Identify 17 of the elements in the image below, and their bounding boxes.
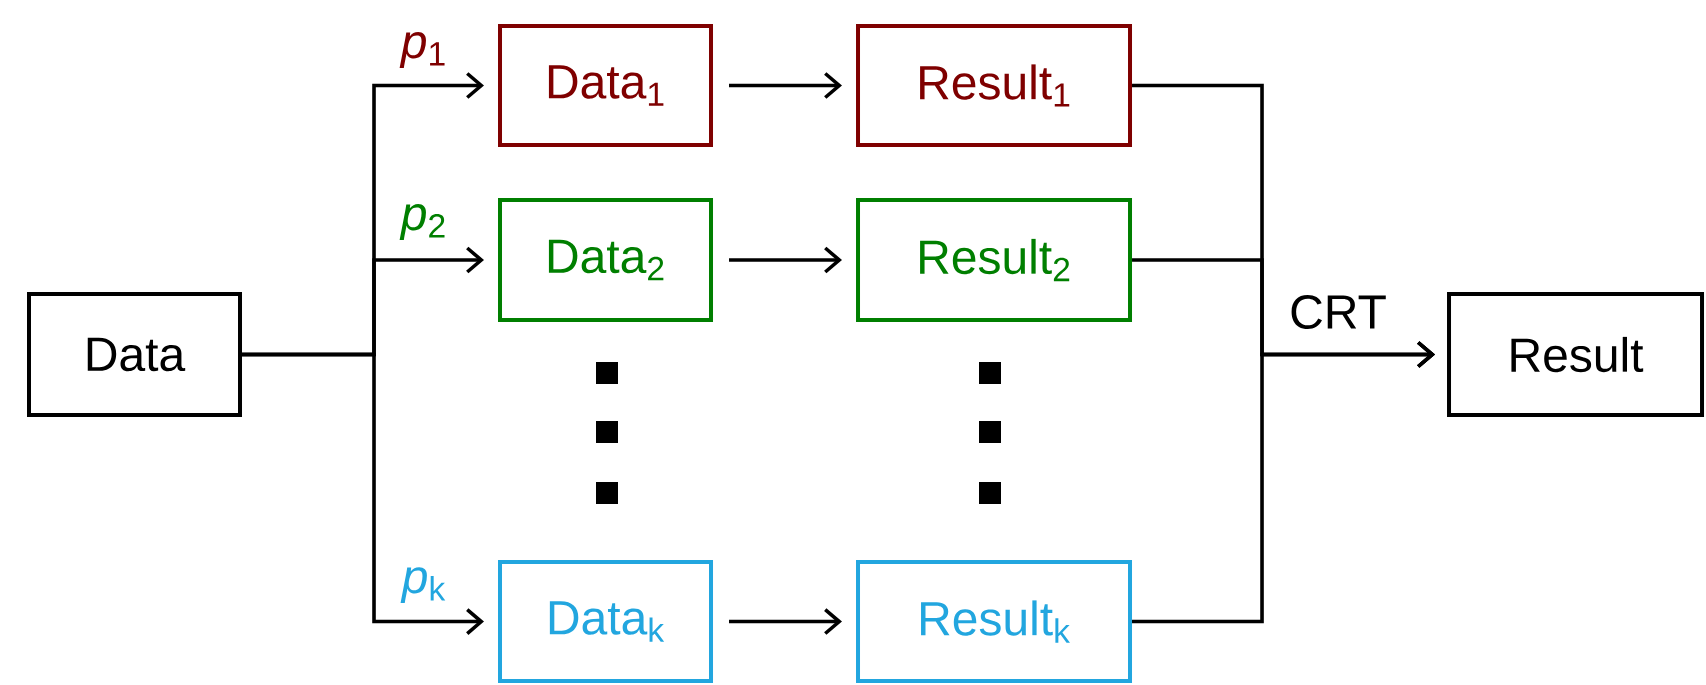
- arrow: [729, 246, 842, 274]
- process-box: Result$_{2}$: [856, 198, 1132, 322]
- edge-label: CRT: [1291, 295, 1386, 329]
- process-box: Result: [1447, 292, 1705, 417]
- arrow: [729, 72, 842, 99]
- process-box: Data$_{2}$: [498, 198, 713, 322]
- arrow: [1132, 341, 1435, 624]
- edge-label: p$_{2}$: [399, 204, 445, 240]
- edge-label: p$_{k}$: [400, 567, 446, 603]
- arrow: [729, 608, 842, 635]
- arrow: [242, 352, 484, 635]
- process-box: Result$_{1}$: [856, 24, 1132, 147]
- process-box: Data: [27, 292, 242, 417]
- process-box: Data$_{k}$: [498, 560, 713, 683]
- edge-label: p$_{1}$: [399, 32, 445, 68]
- process-box: Result$_{k}$: [856, 560, 1132, 683]
- process-box: Data$_{1}$: [498, 24, 713, 147]
